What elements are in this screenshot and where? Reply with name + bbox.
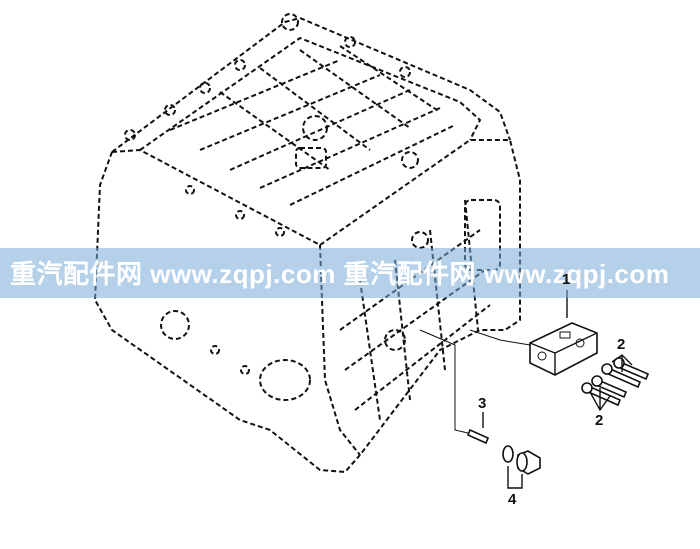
callout-label-2-upper: 2 (617, 336, 626, 353)
part-1-valve-block (529, 322, 598, 376)
watermark-text: 重汽配件网 www.zqpj.com 重汽配件网 www.zqpj.com (10, 259, 670, 289)
transmission-housing (94, 13, 521, 473)
part-2-bolts-lower (581, 375, 628, 407)
part-3-dowel-pin (466, 428, 490, 445)
part-4-seal-and-plug (502, 445, 541, 475)
callout-label-2-lower: 2 (595, 412, 604, 429)
callout-label-1: 1 (562, 271, 571, 288)
leader-lines (419, 290, 633, 489)
callout-label-3: 3 (478, 395, 487, 412)
callout-label-4: 4 (508, 491, 517, 508)
watermark-band (0, 248, 700, 298)
part-2-bolts-upper (601, 357, 650, 389)
